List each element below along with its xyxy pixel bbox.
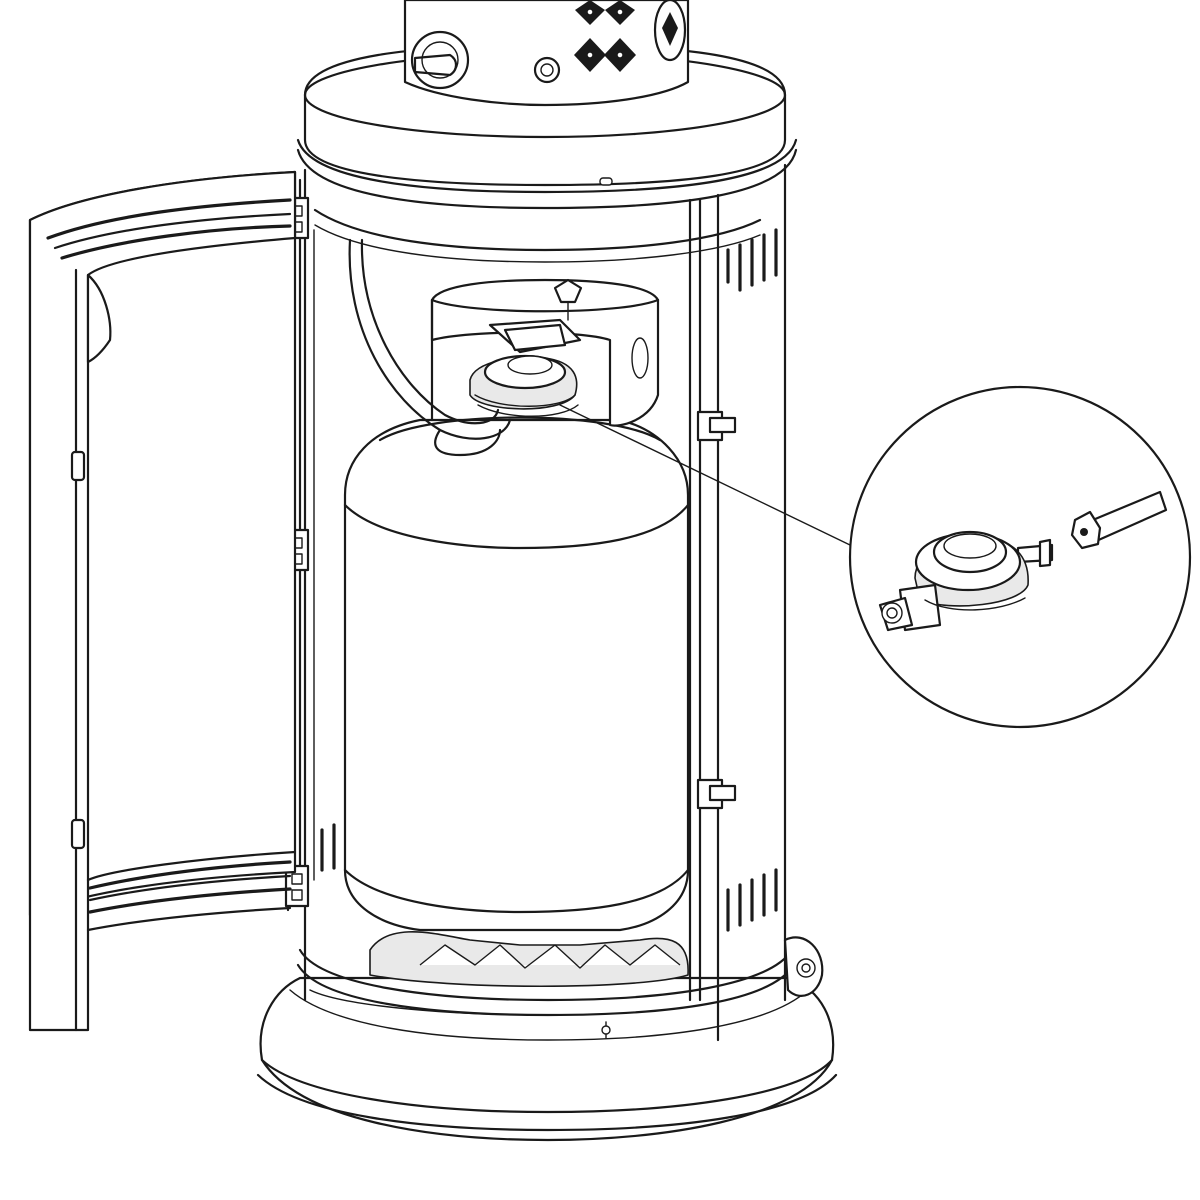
detail-leader-line — [559, 404, 851, 546]
detail-hose-end — [1070, 490, 1168, 550]
burner-column — [403, 0, 690, 107]
ignition-button — [533, 56, 561, 84]
open-door-panel — [28, 170, 297, 1032]
regulator-installed — [469, 318, 582, 417]
vent-slots-upper — [726, 228, 778, 292]
control-knob — [410, 30, 470, 90]
detail-magnifier-circle — [848, 385, 1192, 729]
vent-slots-lower — [726, 868, 778, 932]
gas-hose — [348, 238, 512, 457]
heater-base — [256, 976, 838, 1142]
decorative-perforations — [574, 0, 687, 72]
base-side-knob — [783, 936, 824, 997]
valve-guard-collar — [430, 278, 660, 427]
gas-cylinder — [343, 416, 690, 988]
cylinder-foot-ring — [369, 931, 689, 988]
latch-bracket-upper — [696, 410, 737, 442]
detail-regulator — [878, 530, 1054, 632]
latch-bracket-lower — [696, 778, 737, 810]
